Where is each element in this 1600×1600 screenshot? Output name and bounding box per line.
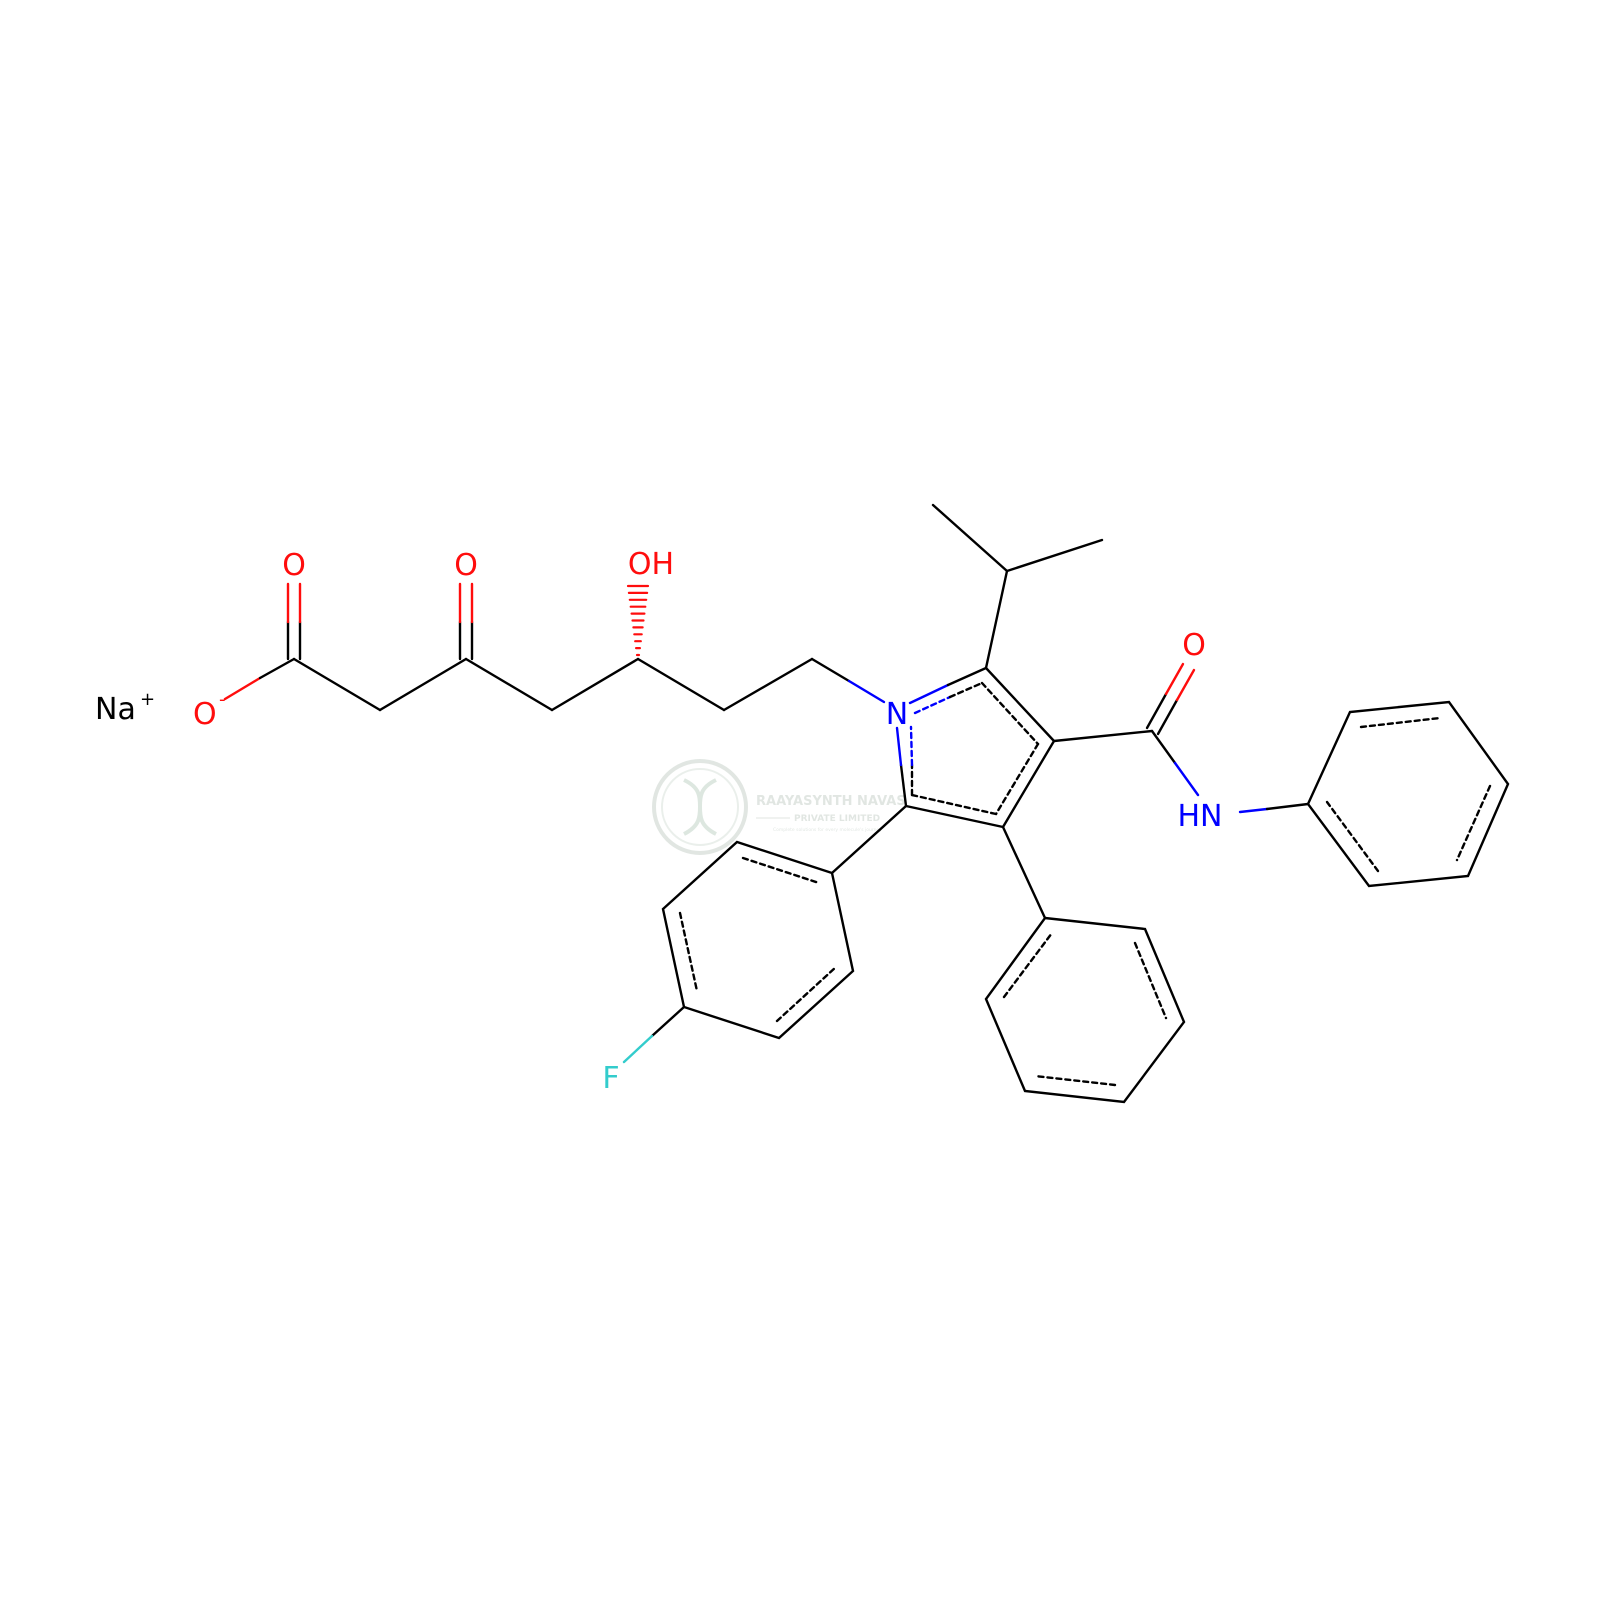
atom-sodium: Na <box>95 692 136 727</box>
bond-c5p-fluorophenyl <box>830 804 908 875</box>
bond-ring-f-cyan <box>622 1034 654 1064</box>
bonds <box>223 503 1510 1104</box>
bond-c4-c5 <box>550 657 640 712</box>
bond-c3-c4 <box>464 657 554 712</box>
ring-n-phenyl <box>1306 700 1510 888</box>
bond-n-c2p-inner <box>913 695 952 715</box>
bond-c2p-ch <box>984 569 1009 670</box>
atom-fluorine: F <box>602 1061 619 1096</box>
bond-c1-c2 <box>292 657 382 712</box>
bond-n-c2p <box>908 683 950 705</box>
bond-c3p-c4p-inner <box>994 742 1040 816</box>
watermark-subtitle: PRIVATE LIMITED <box>794 814 880 824</box>
bond-c2-c3 <box>378 657 468 712</box>
bond-c3p-c4p <box>1001 739 1056 829</box>
bond-camide-nh <box>1150 729 1177 765</box>
bond-o-minus-c1 <box>258 657 296 680</box>
bond-nh-phenyl <box>1238 807 1269 814</box>
bond-camide-o-b <box>1156 698 1179 736</box>
bond-c4p-c5p-inner <box>910 793 998 816</box>
bond-camide-nh-blue <box>1173 761 1200 797</box>
atom-oxide-charge: - <box>219 689 226 710</box>
bond-camide-o-a-red <box>1164 662 1185 696</box>
bond-ring-f <box>650 1005 686 1038</box>
ring-fluorophenyl <box>661 840 855 1040</box>
bond-c3p-camide <box>1052 729 1154 743</box>
bond-c2p-c3p <box>984 666 1056 743</box>
bond-n-c2p-inner-black <box>948 681 984 699</box>
bond-c7-n-blue <box>847 679 886 704</box>
atom-hydroxyl: OH <box>628 547 674 582</box>
bond-c5p-n <box>899 763 908 808</box>
bond-c7-n <box>810 657 851 683</box>
bond-ch-me2 <box>1005 538 1104 573</box>
watermark-logo: RAAYASYNTH NAVAS PRIVATE LIMITED Complet… <box>652 759 906 855</box>
bond-nh-phenyl-black <box>1265 802 1310 811</box>
bond-c4p-phenyl <box>1001 825 1047 920</box>
watermark-tagline: Complete solutions for every molecule's … <box>773 827 882 833</box>
bond-c5p-n-blue <box>895 726 903 767</box>
atom-carbonyl-o2: O <box>454 548 478 583</box>
watermark-helix-icon <box>683 778 717 836</box>
bond-camide-o-a <box>1145 692 1168 730</box>
bond-c6-c7 <box>722 657 814 712</box>
bond-o-minus-c1-red <box>223 676 262 701</box>
atom-sodium-charge: + <box>140 689 155 710</box>
bond-c5p-n-inner-blue <box>909 725 914 767</box>
bond-camide-o-b-red <box>1175 668 1196 702</box>
bond-c5-c6 <box>636 657 726 712</box>
watermark-circle-icon <box>652 759 748 855</box>
bond-ch-me1 <box>931 503 1009 573</box>
atom-oxide: O <box>193 697 217 732</box>
stereo-hash-wedge <box>626 584 650 657</box>
watermark-name: RAAYASYNTH NAVAS <box>756 794 906 809</box>
bond-c4p-c5p <box>904 804 1005 829</box>
atom-amide-nh: HN <box>1178 799 1223 834</box>
bond-c2p-c3p-inner <box>980 681 1040 746</box>
atom-carbonyl-o1: O <box>282 548 306 583</box>
atom-ring-n: N <box>886 697 908 732</box>
atom-amide-o: O <box>1182 628 1206 663</box>
bond-n-c2p-black <box>946 666 988 687</box>
ring-c4-phenyl <box>984 916 1186 1104</box>
atom-labels: Na + O - O O OH O HN N F <box>95 547 1223 1096</box>
